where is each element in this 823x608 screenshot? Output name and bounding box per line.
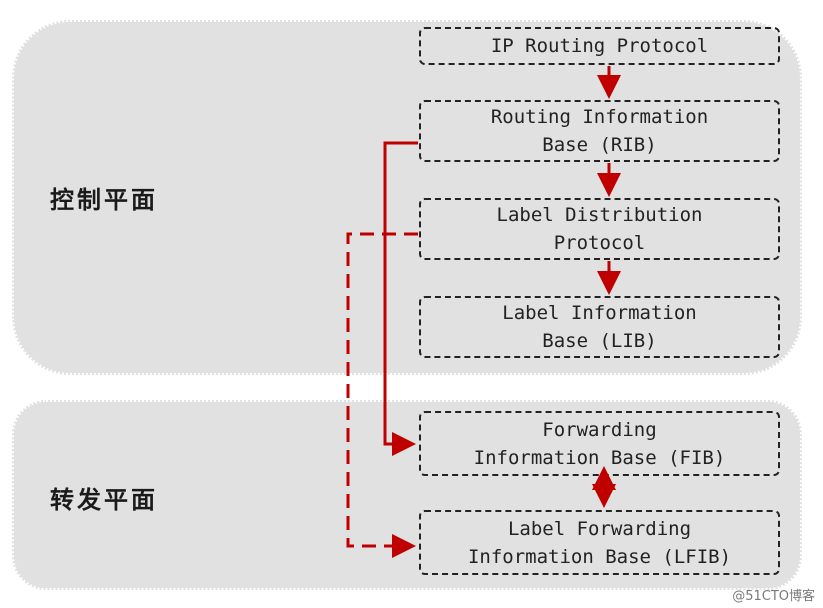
control-plane-panel	[12, 20, 802, 375]
lfib-text-line-1: Label Forwarding	[507, 517, 692, 540]
lib-text-line-1: Label Information	[502, 302, 697, 324]
lib-text-line-2: Base (LIB)	[542, 330, 657, 352]
watermark: @51CTO博客	[732, 589, 815, 604]
arrow-rib-to-fib	[383, 141, 418, 456]
fib-text-line-1: Forwarding	[542, 418, 657, 441]
lib-box: Label Information Base (LIB)	[419, 296, 780, 358]
ldp-box: Label Distribution Protocol	[419, 198, 780, 260]
control-plane-label: 控制平面	[50, 186, 158, 214]
ip-routing-protocol-box: IP Routing Protocol	[419, 27, 780, 65]
arrow-ldp-to-lfib	[346, 232, 418, 558]
forwarding-plane-panel	[12, 400, 802, 590]
forwarding-plane-label: 转发平面	[50, 486, 158, 514]
fib-text-line-2: Information Base (FIB)	[473, 446, 726, 469]
rib-text-line-1: Routing Information	[490, 106, 709, 128]
ldp-text-line-1: Label Distribution	[496, 204, 703, 226]
rib-text-line-2: Base (RIB)	[542, 134, 657, 156]
ldp-text-line-2: Protocol	[553, 232, 646, 254]
lfib-text-line-2: Information Base (LFIB)	[467, 545, 732, 568]
ip-routing-protocol-text: IP Routing Protocol	[490, 35, 709, 57]
rib-box: Routing Information Base (RIB)	[419, 100, 780, 162]
lfib-box: Label Forwarding Information Base (LFIB)	[419, 510, 780, 575]
